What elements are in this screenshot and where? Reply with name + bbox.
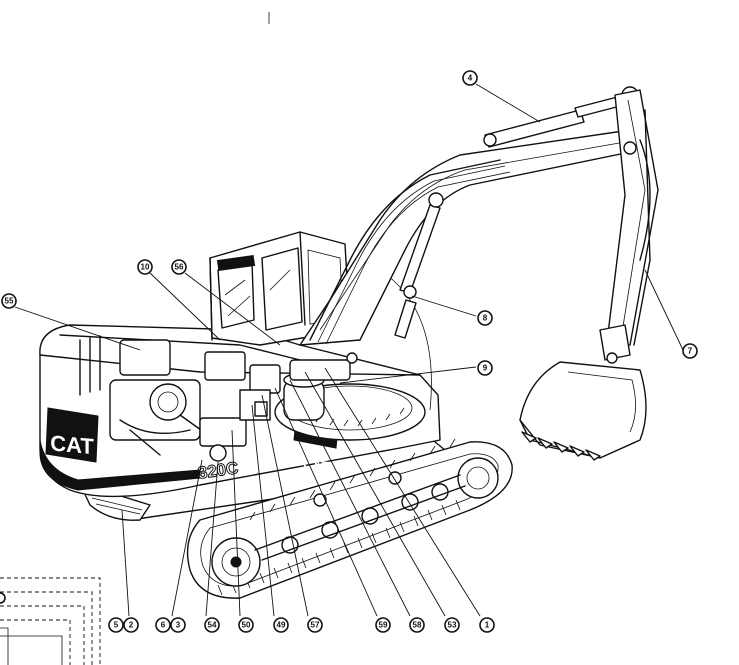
schematic-fragment — [0, 577, 101, 665]
svg-text:59: 59 — [379, 621, 388, 630]
svg-text:5: 5 — [114, 621, 119, 630]
callout-1: 1 — [479, 617, 495, 633]
front-linkage — [299, 86, 659, 461]
svg-text:7: 7 — [688, 347, 693, 356]
boom — [299, 129, 641, 346]
svg-text:58: 58 — [413, 621, 422, 630]
svg-text:8: 8 — [483, 314, 488, 323]
callout-8: 8 — [477, 310, 493, 326]
cropped-callout-marker — [0, 592, 6, 604]
svg-text:56: 56 — [175, 263, 184, 272]
svg-text:57: 57 — [311, 621, 320, 630]
upper-structure: CAT 320C CAT — [39, 231, 441, 498]
svg-text:54: 54 — [208, 621, 217, 630]
boom-cylinder — [394, 192, 444, 339]
callout-58: 58 — [409, 617, 425, 633]
cat-logo: CAT — [45, 407, 99, 463]
svg-text:50: 50 — [242, 621, 251, 630]
callout-10: 10 — [137, 259, 153, 275]
stick — [605, 89, 659, 351]
callout-2: 2 — [123, 617, 139, 633]
brand-text: CAT — [50, 430, 94, 459]
callout-59: 59 — [375, 617, 391, 633]
leader-lines — [14, 83, 684, 617]
svg-text:2: 2 — [129, 621, 134, 630]
bucket — [519, 361, 647, 461]
svg-text:55: 55 — [5, 297, 14, 306]
callout-57: 57 — [307, 617, 323, 633]
callout-49: 49 — [273, 617, 289, 633]
track-chain — [186, 441, 513, 599]
svg-text:49: 49 — [277, 621, 286, 630]
swing-drive — [274, 352, 426, 441]
callout-5: 5 — [108, 617, 124, 633]
operator-cab — [209, 231, 351, 346]
callout-56: 56 — [171, 259, 187, 275]
callout-3: 3 — [170, 617, 186, 633]
undercarriage — [79, 429, 513, 599]
callout-54: 54 — [204, 617, 220, 633]
front-idler — [457, 457, 499, 499]
callout-7: 7 — [682, 343, 698, 359]
svg-text:9: 9 — [483, 364, 488, 373]
svg-text:53: 53 — [448, 621, 457, 630]
callout-6: 6 — [155, 617, 171, 633]
svg-text:10: 10 — [141, 263, 150, 272]
engine-compartment — [79, 335, 281, 462]
callout-55: 55 — [1, 293, 17, 309]
callout-4: 4 — [462, 70, 478, 86]
callouts: 4 10 56 55 8 9 7 5 2 6 3 54 50 49 57 59 … — [1, 70, 698, 633]
side-brand-text: CAT — [303, 457, 329, 474]
svg-text:1: 1 — [485, 621, 490, 630]
svg-text:3: 3 — [176, 621, 181, 630]
callout-9: 9 — [477, 360, 493, 376]
callout-53: 53 — [444, 617, 460, 633]
svg-text:6: 6 — [161, 621, 166, 630]
svg-text:4: 4 — [468, 74, 473, 83]
callout-50: 50 — [238, 617, 254, 633]
